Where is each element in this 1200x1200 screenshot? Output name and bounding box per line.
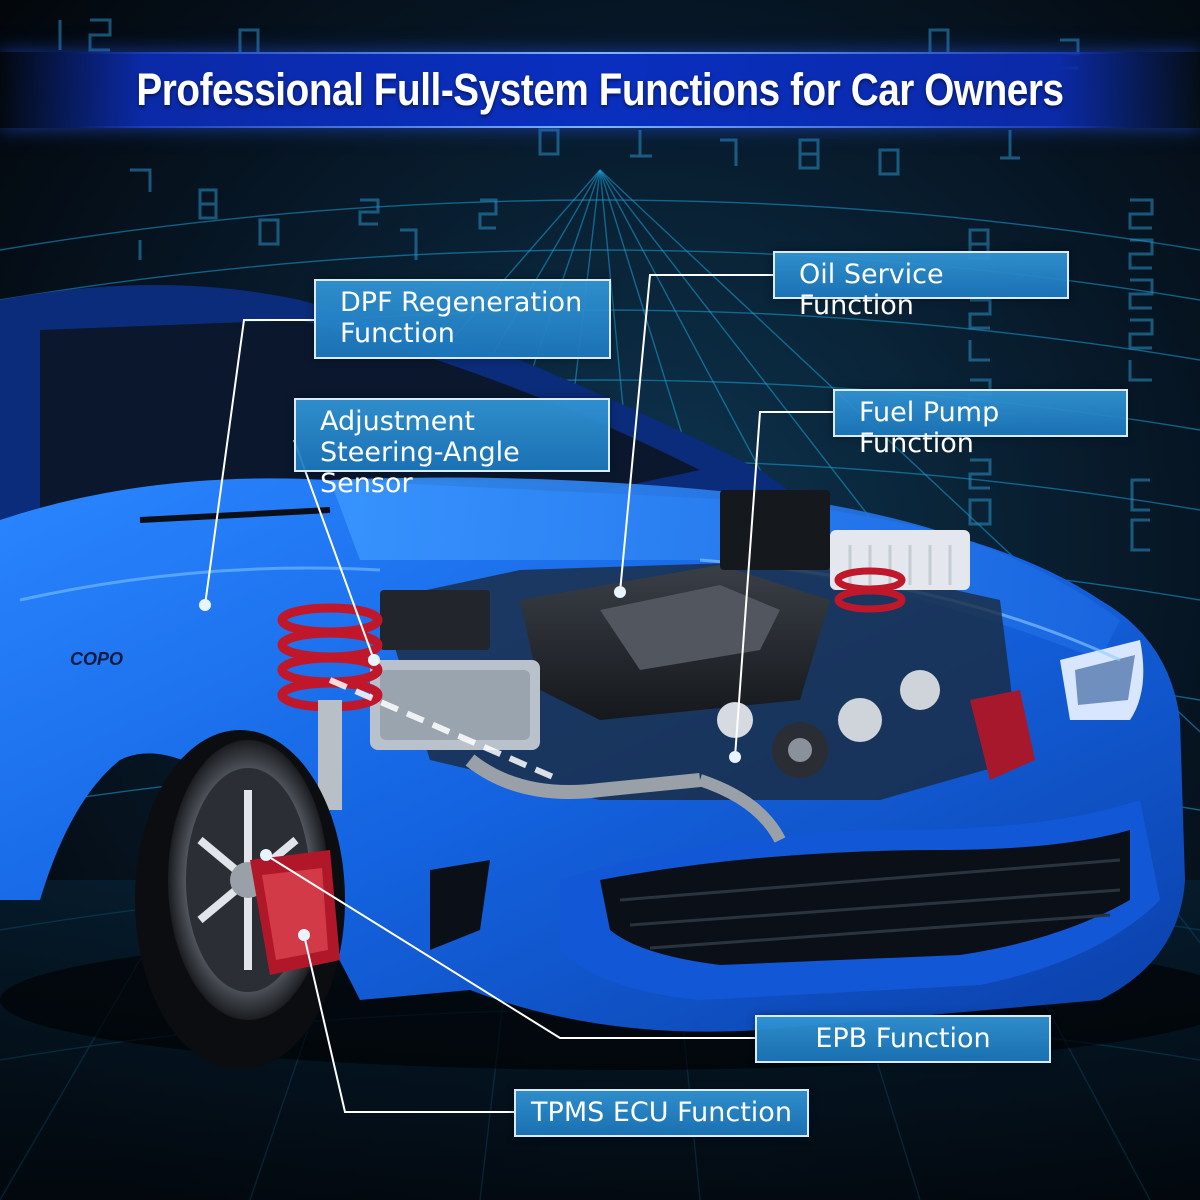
page-title: Professional Full-System Functions for C…	[136, 64, 1064, 115]
anchor-dot-oil	[614, 586, 626, 598]
anchor-dot-fuel	[729, 751, 741, 763]
callout-epb: EPB Function	[755, 1015, 1051, 1063]
callout-dpf-regeneration: DPF Regeneration Function	[314, 279, 611, 359]
leader-line-tpms	[303, 934, 514, 1113]
callout-tpms-ecu: TPMS ECU Function	[514, 1089, 809, 1137]
callout-oil-service: Oil Service Function	[773, 251, 1069, 321]
anchor-dot-steering	[368, 654, 380, 666]
anchor-dot-epb	[260, 849, 272, 861]
anchor-dot-dpf	[199, 599, 211, 611]
engine	[277, 490, 1035, 843]
front-wheel	[135, 730, 345, 1070]
badge-text: COPO	[70, 649, 123, 669]
leader-lines	[204, 274, 833, 1113]
leader-line-dpf	[204, 319, 314, 606]
leader-line-oil	[619, 274, 773, 593]
leader-line-fuel	[734, 411, 833, 758]
callout-fuel-pump: Fuel Pump Function	[833, 389, 1128, 459]
anchor-dot-tpms	[298, 929, 310, 941]
leader-dots	[199, 586, 741, 941]
callout-steering-angle-sensor: Adjustment Steering-Angle Sensor	[294, 398, 610, 499]
leader-line-epb	[265, 854, 755, 1039]
title-banner	[0, 52, 1200, 128]
leader-line-steering	[293, 439, 375, 661]
